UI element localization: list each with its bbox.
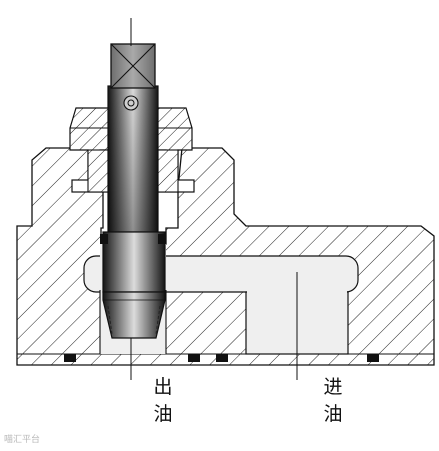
outlet-label-line-2: 油 (153, 403, 173, 425)
inlet-label: 进 油 (321, 374, 345, 428)
stem-seal-left (100, 234, 108, 244)
bottom-seal-1 (64, 354, 76, 362)
outlet-label: 出 油 (151, 374, 175, 428)
valve-cone-tip (102, 291, 166, 339)
bottom-seal-2 (188, 354, 200, 362)
inlet-label-line-2: 油 (323, 403, 343, 425)
bottom-seal-4 (367, 354, 379, 362)
stem-pin-hole (123, 95, 139, 111)
stem-seal-right (158, 234, 166, 244)
outlet-label-line-1: 出 (153, 376, 173, 398)
valve-plug (102, 231, 166, 293)
inlet-label-line-1: 进 (323, 376, 343, 398)
bottom-seal-3 (216, 354, 228, 362)
watermark-text: 喵汇平台 (4, 435, 41, 445)
